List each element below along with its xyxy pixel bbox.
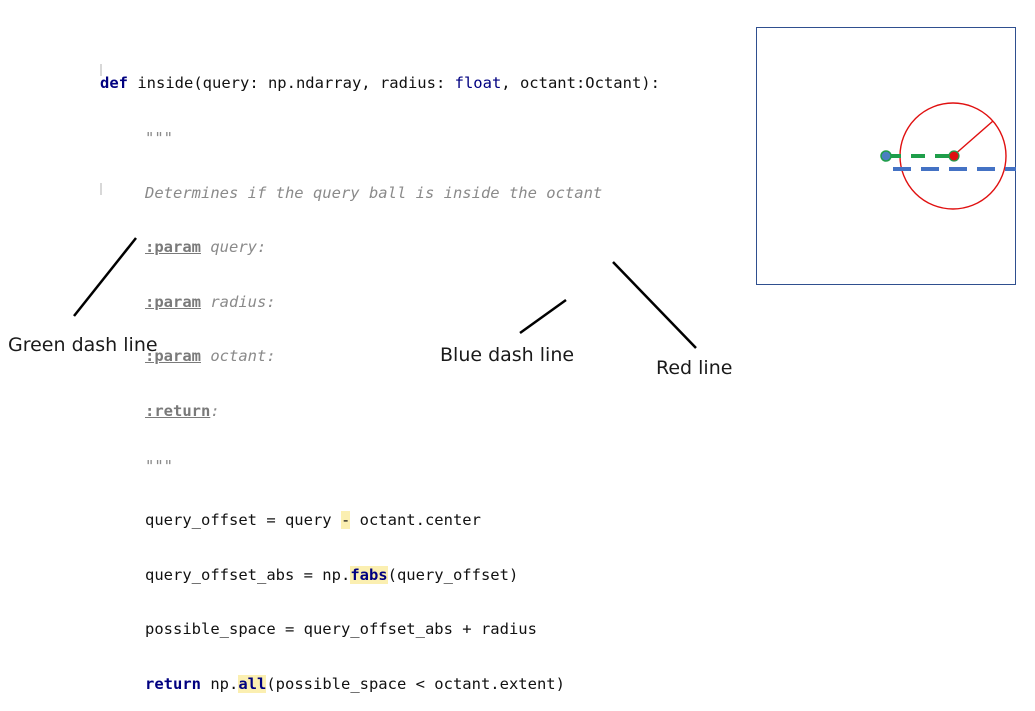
query-center-dot — [948, 150, 960, 162]
docstring-param-octant: :param octant: — [145, 347, 276, 366]
docstring-param-query: :param query: — [145, 238, 267, 257]
gutter-marker-docstring — [100, 64, 102, 76]
octant-diagram — [880, 102, 1016, 210]
label-red-line: Red line — [656, 357, 733, 379]
code-line-query-offset: query_offset = query - octant.center — [145, 511, 481, 530]
docstring-open: """ — [145, 129, 173, 147]
code-line-return: return np.all(possible_space < octant.ex… — [145, 674, 565, 693]
code-line-possible-space: possible_space = query_offset_abs + radi… — [145, 620, 537, 639]
gutter-marker-docstring-end — [100, 183, 102, 195]
radius-red-line — [952, 120, 994, 157]
pointer-green — [73, 237, 137, 317]
annotation-pointers — [73, 237, 697, 349]
octant-center-dot — [880, 150, 892, 162]
pointer-red — [612, 261, 697, 349]
docstring-description: Determines if the query ball is inside t… — [145, 183, 603, 202]
code-line-query-offset-abs: query_offset_abs = np.fabs(query_offset) — [145, 565, 519, 584]
code-line-def: def inside(query: np.ndarray, radius: fl… — [100, 74, 660, 93]
docstring-param-radius: :param radius: — [145, 292, 276, 311]
docstring-close: """ — [145, 456, 173, 475]
pointer-blue — [519, 298, 567, 335]
docstring-return: :return: — [145, 401, 220, 420]
label-blue-dash-line: Blue dash line — [440, 344, 575, 366]
label-green-dash-line: Green dash line — [8, 334, 158, 356]
